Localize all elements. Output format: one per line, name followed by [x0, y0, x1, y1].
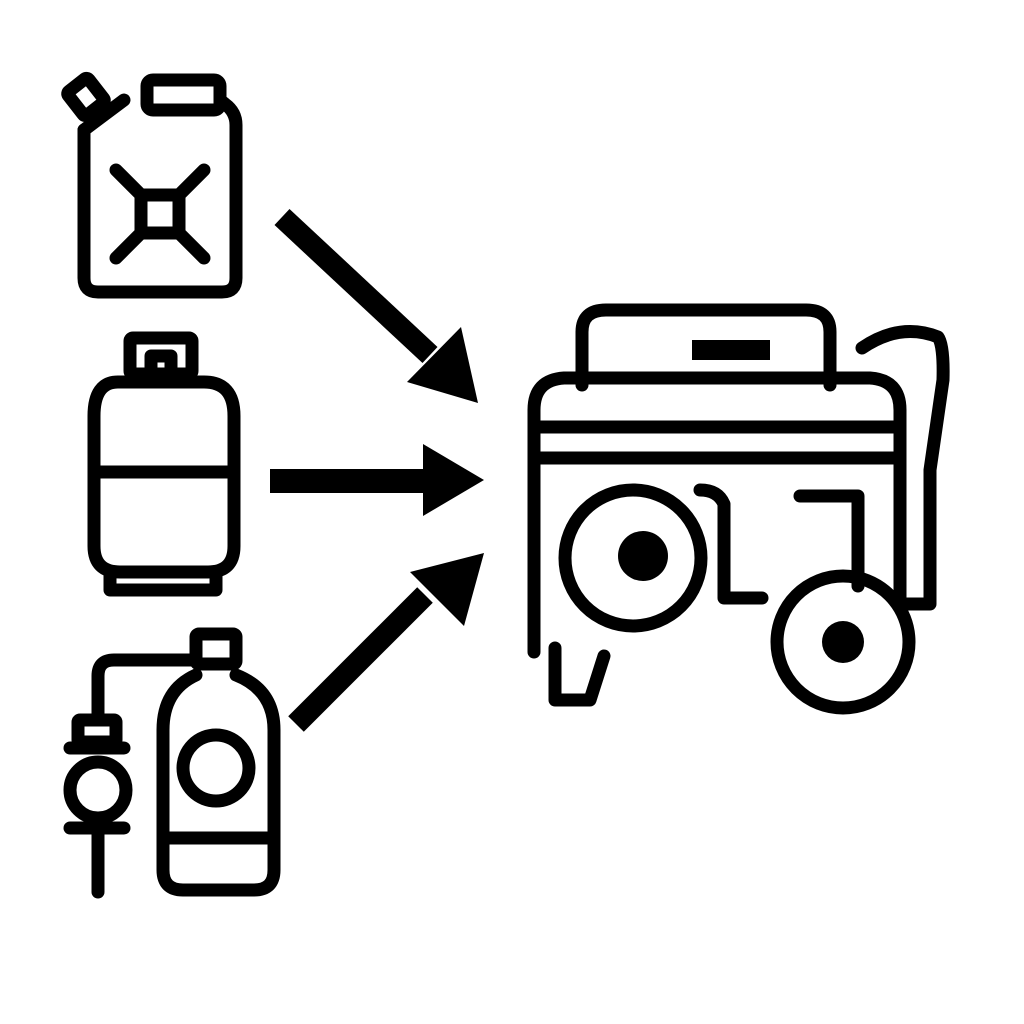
arrow-right-icon: [270, 444, 484, 516]
jerry-can-icon: [61, 71, 243, 299]
gas-cylinder-with-regulator-icon: [63, 627, 281, 899]
propane-tank-icon: [87, 331, 241, 597]
arrow-right-up-icon: [288, 553, 484, 732]
portable-generator-icon: [527, 303, 950, 715]
arrow-right-down-icon: [274, 208, 478, 403]
